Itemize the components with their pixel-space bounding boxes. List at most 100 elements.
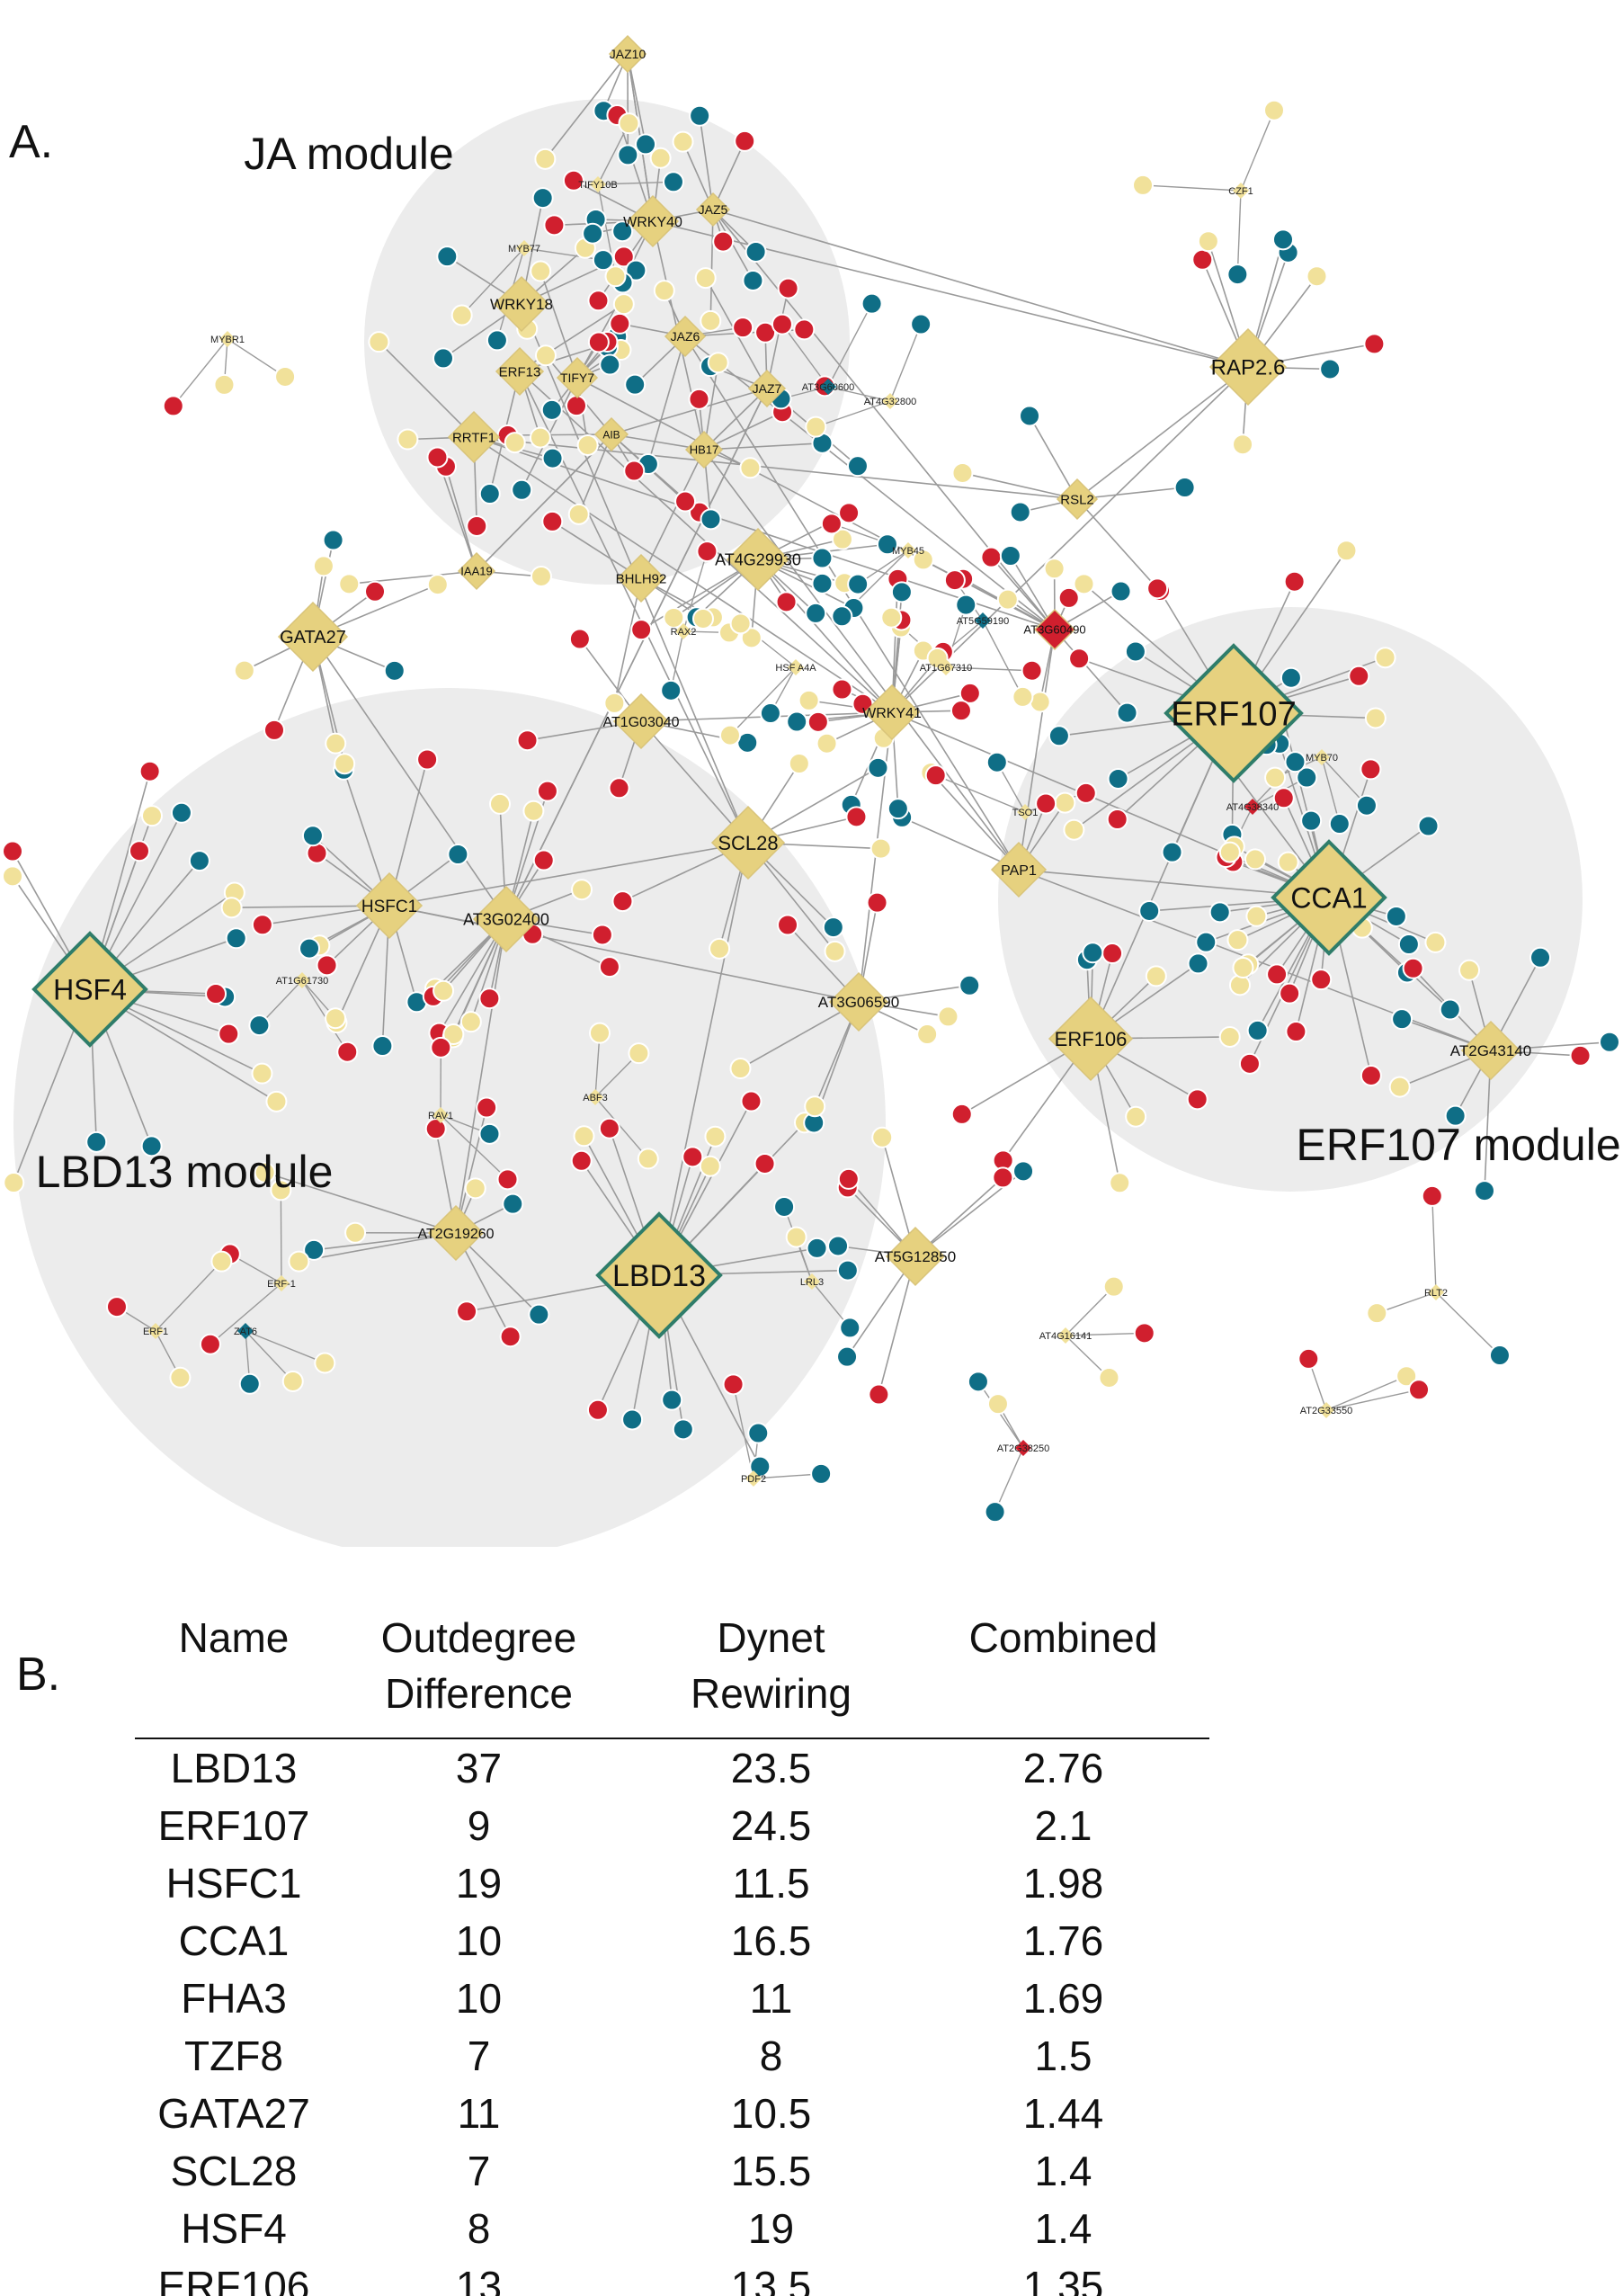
header-combined-text: Combined [968, 1614, 1158, 1661]
small-node-erf1: ERF1 [143, 1323, 168, 1339]
hub-label: HSF4 [53, 974, 127, 1006]
edge [1029, 415, 1078, 500]
edge [656, 842, 749, 1276]
edge [901, 817, 1020, 871]
leaf-node [301, 825, 324, 847]
hub-shape [355, 871, 424, 940]
leaf-node [672, 130, 694, 153]
hub-aib: AIB [593, 416, 629, 452]
small-node-label: RAX2 [671, 627, 697, 638]
hub-label: AT3G06590 [818, 994, 899, 1011]
leaf-node [734, 130, 756, 152]
hub-label: ERF106 [1055, 1028, 1128, 1050]
hub-label: AT5G12850 [875, 1248, 956, 1265]
leaf-node [1348, 665, 1370, 687]
cell-dynet: 19 [747, 2205, 795, 2252]
leaf-node [718, 724, 741, 746]
small-node-at4g38340: AT4G38340 [1226, 799, 1279, 815]
leaf-node [303, 1238, 325, 1261]
hub-label: ERF107 [1171, 696, 1296, 734]
edge [301, 979, 348, 1053]
leaf-node [566, 395, 588, 417]
edge [703, 449, 1020, 871]
small-node-at2g38250: AT2G38250 [997, 1440, 1049, 1456]
small-node-shape [1314, 749, 1330, 765]
leaf-node [522, 800, 545, 822]
leaf-node [604, 265, 627, 288]
leaf-node [827, 1235, 850, 1257]
small-node-shape [237, 1323, 254, 1339]
hub-label: HSFC1 [361, 898, 417, 916]
small-node-mybr1: MYBR1 [210, 331, 245, 347]
leaf-node [621, 1408, 644, 1431]
edge [889, 323, 923, 402]
leaf-node [1283, 570, 1306, 593]
leaf-node [499, 1326, 522, 1348]
leaf-node [364, 580, 387, 603]
leaf-node [845, 806, 868, 828]
small-node-shape [804, 1273, 820, 1290]
leaf-node [608, 777, 630, 800]
hub-bhlh92: BHLH92 [616, 553, 666, 603]
hub-label: JAZ7 [753, 381, 782, 396]
module-label-lbd13: LBD13 module [36, 1147, 334, 1197]
leaf-node [1298, 1347, 1320, 1370]
edge [523, 247, 604, 263]
small-node-shape [433, 1107, 449, 1123]
hub-at3g06590: AT3G06590 [818, 971, 899, 1032]
edge [757, 558, 893, 713]
leaf-node [532, 849, 555, 871]
leaf-node [530, 260, 552, 282]
hub-rrtf1: RRTF1 [447, 410, 501, 464]
leaf-node [254, 1161, 276, 1184]
small-node-zat6: ZAT6 [234, 1323, 257, 1339]
leaf-node [890, 581, 913, 603]
hub-shape [626, 194, 680, 248]
leaf-node [1444, 1104, 1467, 1127]
leaf-node [1125, 1105, 1147, 1128]
leaf-node [588, 1022, 611, 1044]
hub-hb17: HB17 [684, 430, 724, 469]
leaf-node [188, 850, 210, 872]
leaf-node [534, 344, 557, 367]
hub-shape [747, 369, 787, 408]
leaf-node [478, 987, 501, 1010]
leaf-node [541, 510, 564, 532]
edge [703, 388, 768, 451]
leaf-node [1054, 791, 1076, 814]
hub-hsfc1: HSFC1 [355, 871, 424, 940]
cell-name: HSF4 [181, 2205, 287, 2252]
edge [155, 1261, 222, 1332]
cell-dynet: 16.5 [730, 1917, 812, 1964]
leaf-node [775, 591, 798, 613]
edge [815, 400, 891, 428]
leaf-node [754, 1152, 776, 1175]
leaf-node [831, 678, 853, 701]
leaf-node [541, 447, 564, 469]
leaf-node [1035, 792, 1057, 815]
leaf-node [1279, 982, 1301, 1005]
leaf-node [1402, 957, 1424, 979]
leaf-node [950, 700, 972, 722]
leaf-node [432, 347, 454, 370]
hub-at3g02400: AT3G02400 [463, 885, 549, 953]
small-node-shape [1318, 1402, 1334, 1418]
edge [378, 341, 475, 438]
leaf-node [1146, 577, 1169, 600]
leaf-node [831, 605, 853, 628]
leaf-node [617, 144, 639, 166]
leaf-node [1335, 540, 1358, 562]
leaf-node [265, 1090, 288, 1112]
header-outdegree-line2: Difference [385, 1670, 573, 1717]
edge [753, 1470, 822, 1479]
leaf-node [691, 607, 714, 630]
leaf-node [1421, 1184, 1443, 1207]
leaf-node [140, 805, 163, 827]
edge [766, 287, 791, 389]
edge [505, 388, 768, 920]
edge [977, 1380, 1024, 1449]
hub-shape [31, 931, 148, 1048]
small-node-tso1: TSO1 [1012, 804, 1038, 820]
